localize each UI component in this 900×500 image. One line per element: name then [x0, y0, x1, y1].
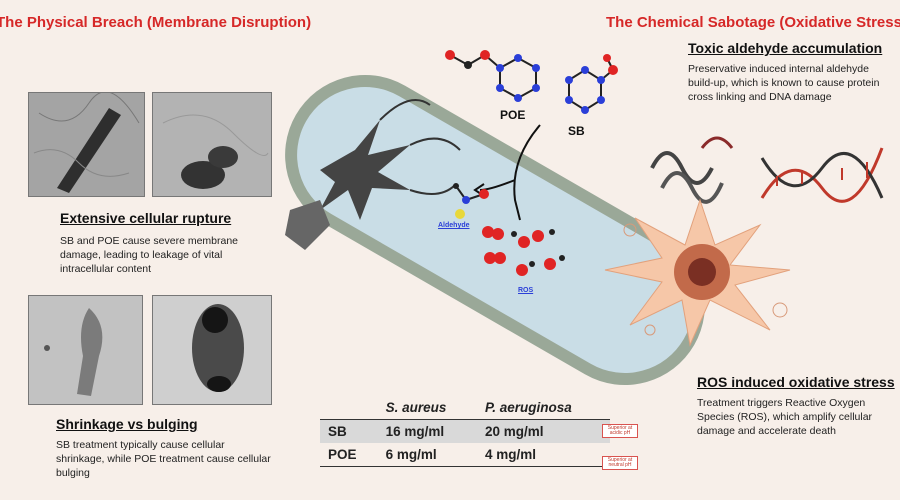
aldehyde-label: Aldehyde [438, 222, 470, 229]
right-header: The Chemical Sabotage (Oxidative Stress [606, 14, 900, 31]
table-header-row: S. aureus P. aeruginosa [320, 396, 610, 420]
sb-ph-note: Superior at acidic pH [602, 424, 638, 438]
dna-protein-icon [650, 136, 884, 204]
aldehyde-title: Toxic aldehyde accumulation [688, 40, 883, 56]
ros-molecules-icon [482, 226, 565, 276]
rupture-splash [285, 99, 461, 250]
mic-table: S. aureus P. aeruginosa SB 16 mg/ml 20 m… [320, 396, 638, 470]
sb-label: SB [568, 124, 585, 138]
em-image-rupture-sb [28, 92, 145, 197]
row-name: SB [328, 424, 347, 439]
table-header-s-aureus: S. aureus [385, 400, 447, 415]
sb-molecule-icon [565, 54, 618, 114]
ros-title: ROS induced oxidative stress [697, 374, 895, 390]
cell-p-aeruginosa: 4 mg/ml [484, 447, 536, 462]
poe-label: POE [500, 108, 526, 122]
shrink-title: Shrinkage vs bulging [56, 416, 198, 432]
aldehyde-text: Preservative induced internal aldehyde b… [688, 63, 880, 103]
row-name: POE [328, 447, 357, 462]
table-row-sb: SB 16 mg/ml 20 mg/ml [320, 419, 610, 443]
left-header: The Physical Breach (Membrane Disruption… [0, 14, 312, 31]
aldehyde-molecule-icon [453, 183, 489, 219]
rupture-title: Extensive cellular rupture [60, 210, 232, 226]
ros-text: Treatment triggers Reactive Oxygen Speci… [697, 397, 873, 437]
ros-label: ROS [518, 287, 534, 294]
cell-s-aureus: 16 mg/ml [385, 424, 445, 439]
cell-p-aeruginosa: 20 mg/ml [484, 424, 544, 439]
poe-molecule-icon [445, 50, 540, 102]
table-row-poe: POE 6 mg/ml 4 mg/ml [320, 443, 610, 467]
em-image-shrink-sb [28, 295, 143, 405]
shrink-text: SB treatment typically cause cellular sh… [56, 439, 271, 479]
em-image-bulge-poe [152, 295, 272, 405]
cell-s-aureus: 6 mg/ml [385, 447, 437, 462]
table-header-blank [320, 396, 378, 420]
poe-ph-note: Superior at neutral pH [602, 456, 638, 470]
rupture-text: SB and POE cause severe membrane damage,… [60, 235, 239, 275]
cell-burst-icon [604, 198, 791, 347]
em-image-rupture-poe [152, 92, 272, 197]
table-header-p-aeruginosa: P. aeruginosa [484, 400, 572, 415]
